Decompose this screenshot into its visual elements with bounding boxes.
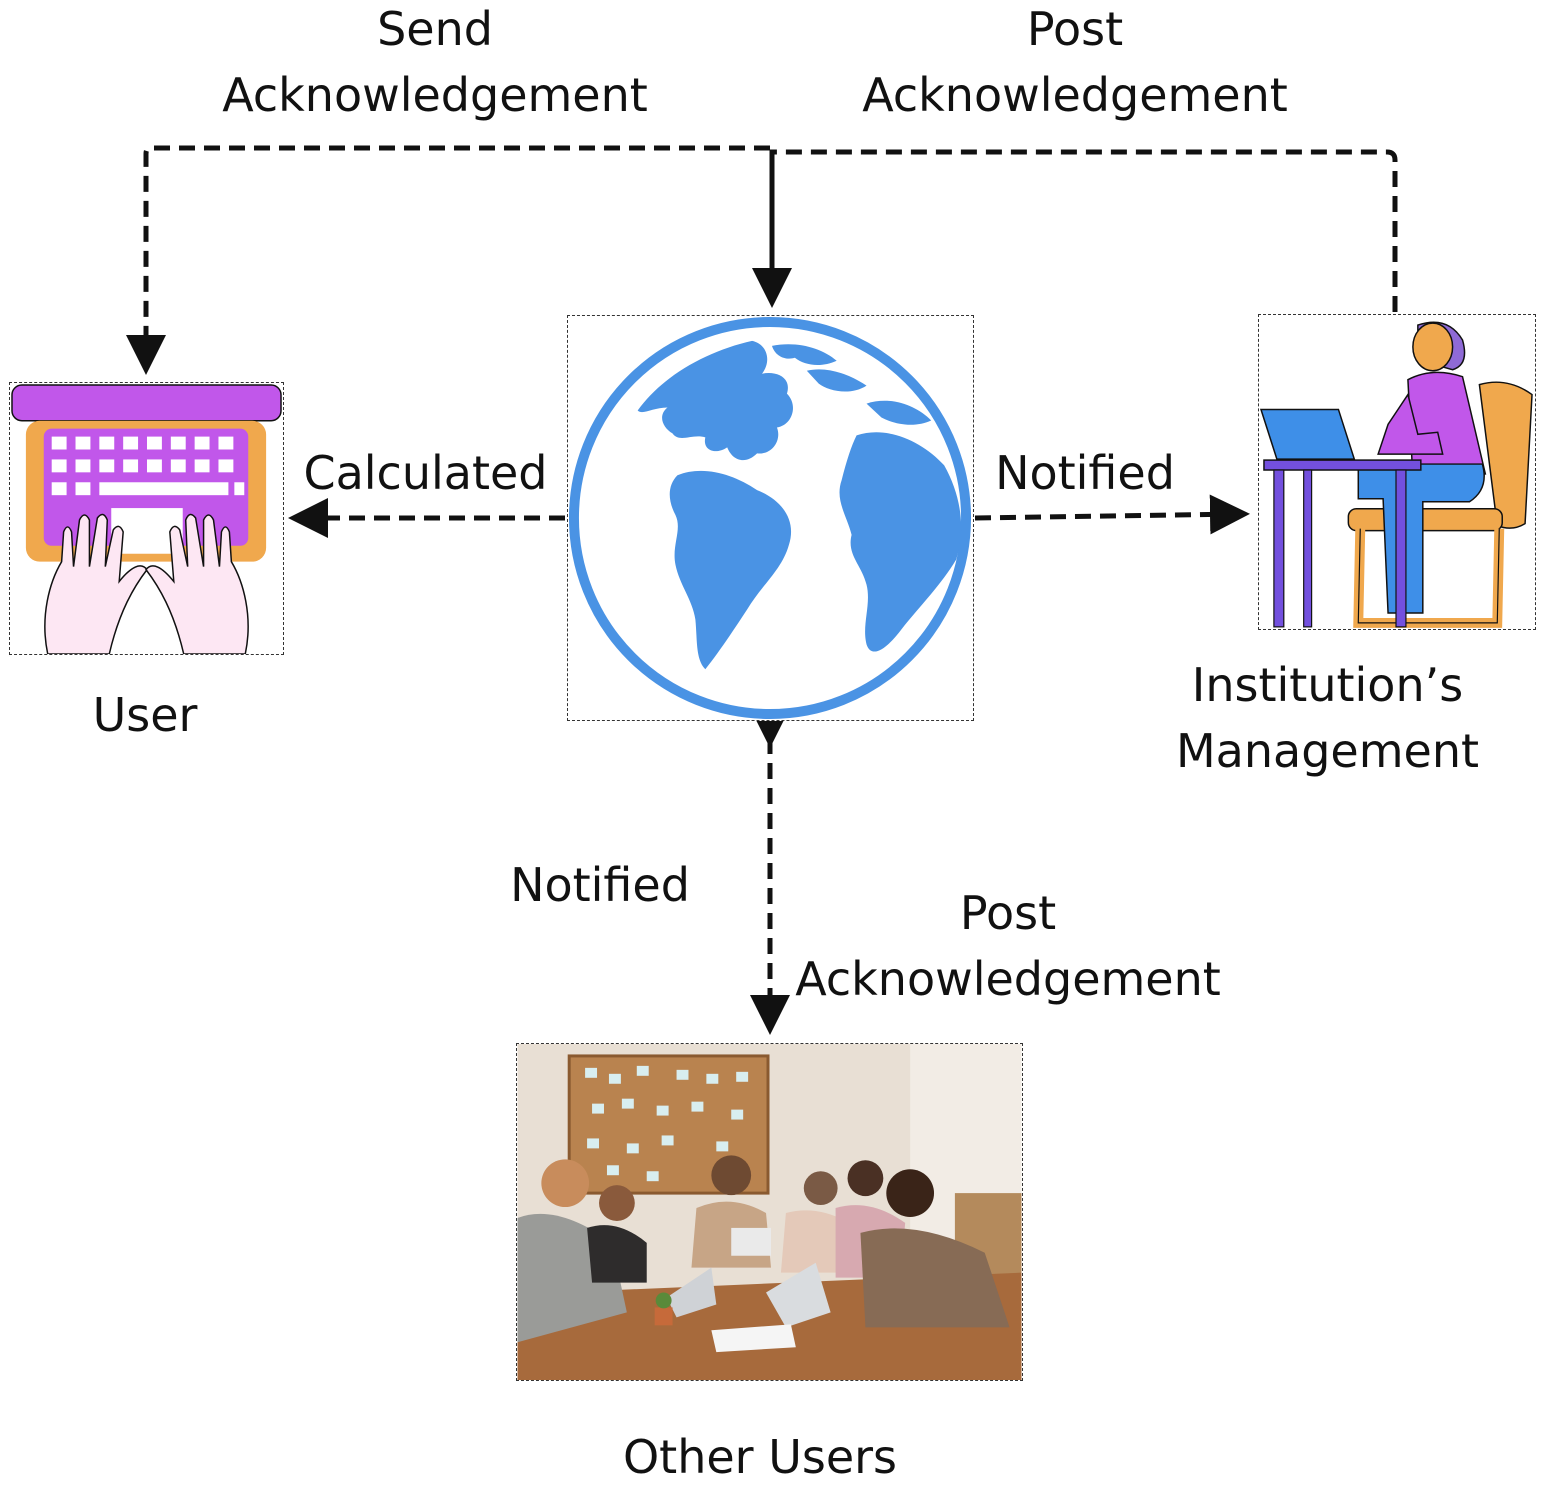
internet-node xyxy=(567,315,974,721)
management-node xyxy=(1258,314,1536,630)
team-meeting-photo xyxy=(517,1044,1022,1380)
laptop-typing-icon xyxy=(11,384,282,654)
send-ack-label: Send Acknowledgement xyxy=(222,2,648,122)
other-users-node xyxy=(516,1043,1023,1381)
post-ack-top-arrow xyxy=(752,149,1398,312)
send-ack-arrow xyxy=(126,145,770,375)
woman-at-desk-icon xyxy=(1259,321,1533,628)
post-ack-bottom-label: Post Acknowledgement xyxy=(795,886,1221,1006)
globe-icon xyxy=(568,316,972,720)
calculated-label: Calculated xyxy=(303,446,548,500)
other-users-label: Other Users xyxy=(622,1430,898,1484)
post-ack-top-label: Post Acknowledgement xyxy=(862,2,1288,122)
notified-right-arrow xyxy=(974,494,1250,535)
notified-bottom-label: Notified xyxy=(510,858,690,912)
notified-right-label: Notified xyxy=(995,446,1175,500)
management-label: Institution’s Management xyxy=(1175,658,1480,778)
user-node xyxy=(9,382,284,655)
user-label: User xyxy=(92,688,198,742)
